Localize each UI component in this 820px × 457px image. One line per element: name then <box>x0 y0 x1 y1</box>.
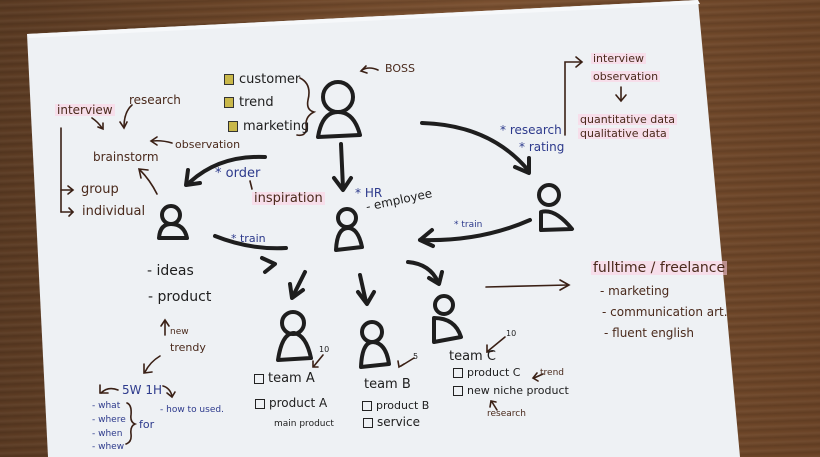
boss-item-trend: trend <box>224 96 274 109</box>
team-c-item-niche-product: new niche product <box>453 385 569 396</box>
method-observation: observation <box>591 70 661 83</box>
team-c-item-product-c: product C <box>453 367 521 378</box>
hr-label: * HR <box>355 186 383 200</box>
checkbox-icon <box>224 74 234 85</box>
research-label: * research <box>500 123 562 137</box>
hiring-title: fulltime / freelance <box>591 260 728 276</box>
note-group: group <box>81 182 119 197</box>
note-interview: interview <box>55 103 115 117</box>
rating-label: * rating <box>519 140 565 154</box>
note-individual: individual <box>82 204 146 219</box>
skill-marketing: - marketing <box>600 284 670 298</box>
team-a-person-icon <box>276 310 313 362</box>
output-product: - product <box>148 289 212 305</box>
output-ideas: - ideas <box>147 263 194 279</box>
data-qualitative: qualitative data <box>578 127 669 140</box>
checkbox-icon <box>224 97 234 108</box>
order-label: * order <box>215 166 261 181</box>
hr-person-icon <box>334 207 364 252</box>
team-a-item-product-a: product A <box>255 397 327 409</box>
team-c-research-note: research <box>487 409 526 419</box>
left-person-icon <box>157 204 189 240</box>
checkbox-icon <box>254 373 264 384</box>
team-b-item-product-b: product B <box>362 400 429 411</box>
team-b-person-icon <box>359 320 391 369</box>
checkbox-icon <box>228 121 238 132</box>
team-c-name: team C <box>449 349 496 364</box>
team-c-trend-note: trend <box>540 368 564 378</box>
skill-communication-art: - communication art. <box>602 305 728 319</box>
checkbox-icon <box>453 368 463 378</box>
for-label: for <box>139 418 155 431</box>
team-a-note: main product <box>274 419 334 429</box>
team-c-person-icon <box>432 294 463 344</box>
checkbox-icon <box>453 386 463 396</box>
note-research: research <box>129 93 181 107</box>
checkbox-icon <box>362 401 372 411</box>
train-label-right: * train <box>454 220 483 230</box>
boss-item-customer: customer <box>224 73 300 86</box>
boss-label: BOSS <box>385 62 415 75</box>
note-brainstorm: brainstorm <box>93 150 159 164</box>
question-whew: - whew <box>92 442 125 452</box>
team-a-name: team A <box>254 372 315 385</box>
note-observation: observation <box>175 138 241 151</box>
data-quantitative: quantitative data <box>578 113 678 126</box>
method-interview: interview <box>591 52 646 65</box>
checkbox-icon <box>363 417 373 428</box>
checkbox-icon <box>255 398 265 409</box>
team-b-count: 5 <box>413 352 419 361</box>
note-trendy: trendy <box>170 341 206 354</box>
question-where: - where <box>92 415 126 425</box>
note-new: new <box>170 327 189 337</box>
boss-person-icon <box>316 80 362 139</box>
boss-item-marketing: marketing <box>228 120 309 133</box>
five-w-one-h-title: 5W 1H <box>122 383 162 397</box>
how-to-use: - how to used. <box>160 405 224 415</box>
team-a-count: 10 <box>319 345 330 354</box>
train-label-left: * train <box>231 232 266 245</box>
team-b-name: team B <box>364 377 411 392</box>
right-person-icon <box>537 183 574 232</box>
skill-fluent-english: - fluent english <box>604 326 694 340</box>
team-b-item-service: service <box>363 416 420 428</box>
question-what: - what <box>92 401 121 411</box>
inspiration-label: inspiration <box>252 191 325 206</box>
question-when: - when <box>92 429 123 439</box>
team-c-count: 10 <box>506 329 517 338</box>
